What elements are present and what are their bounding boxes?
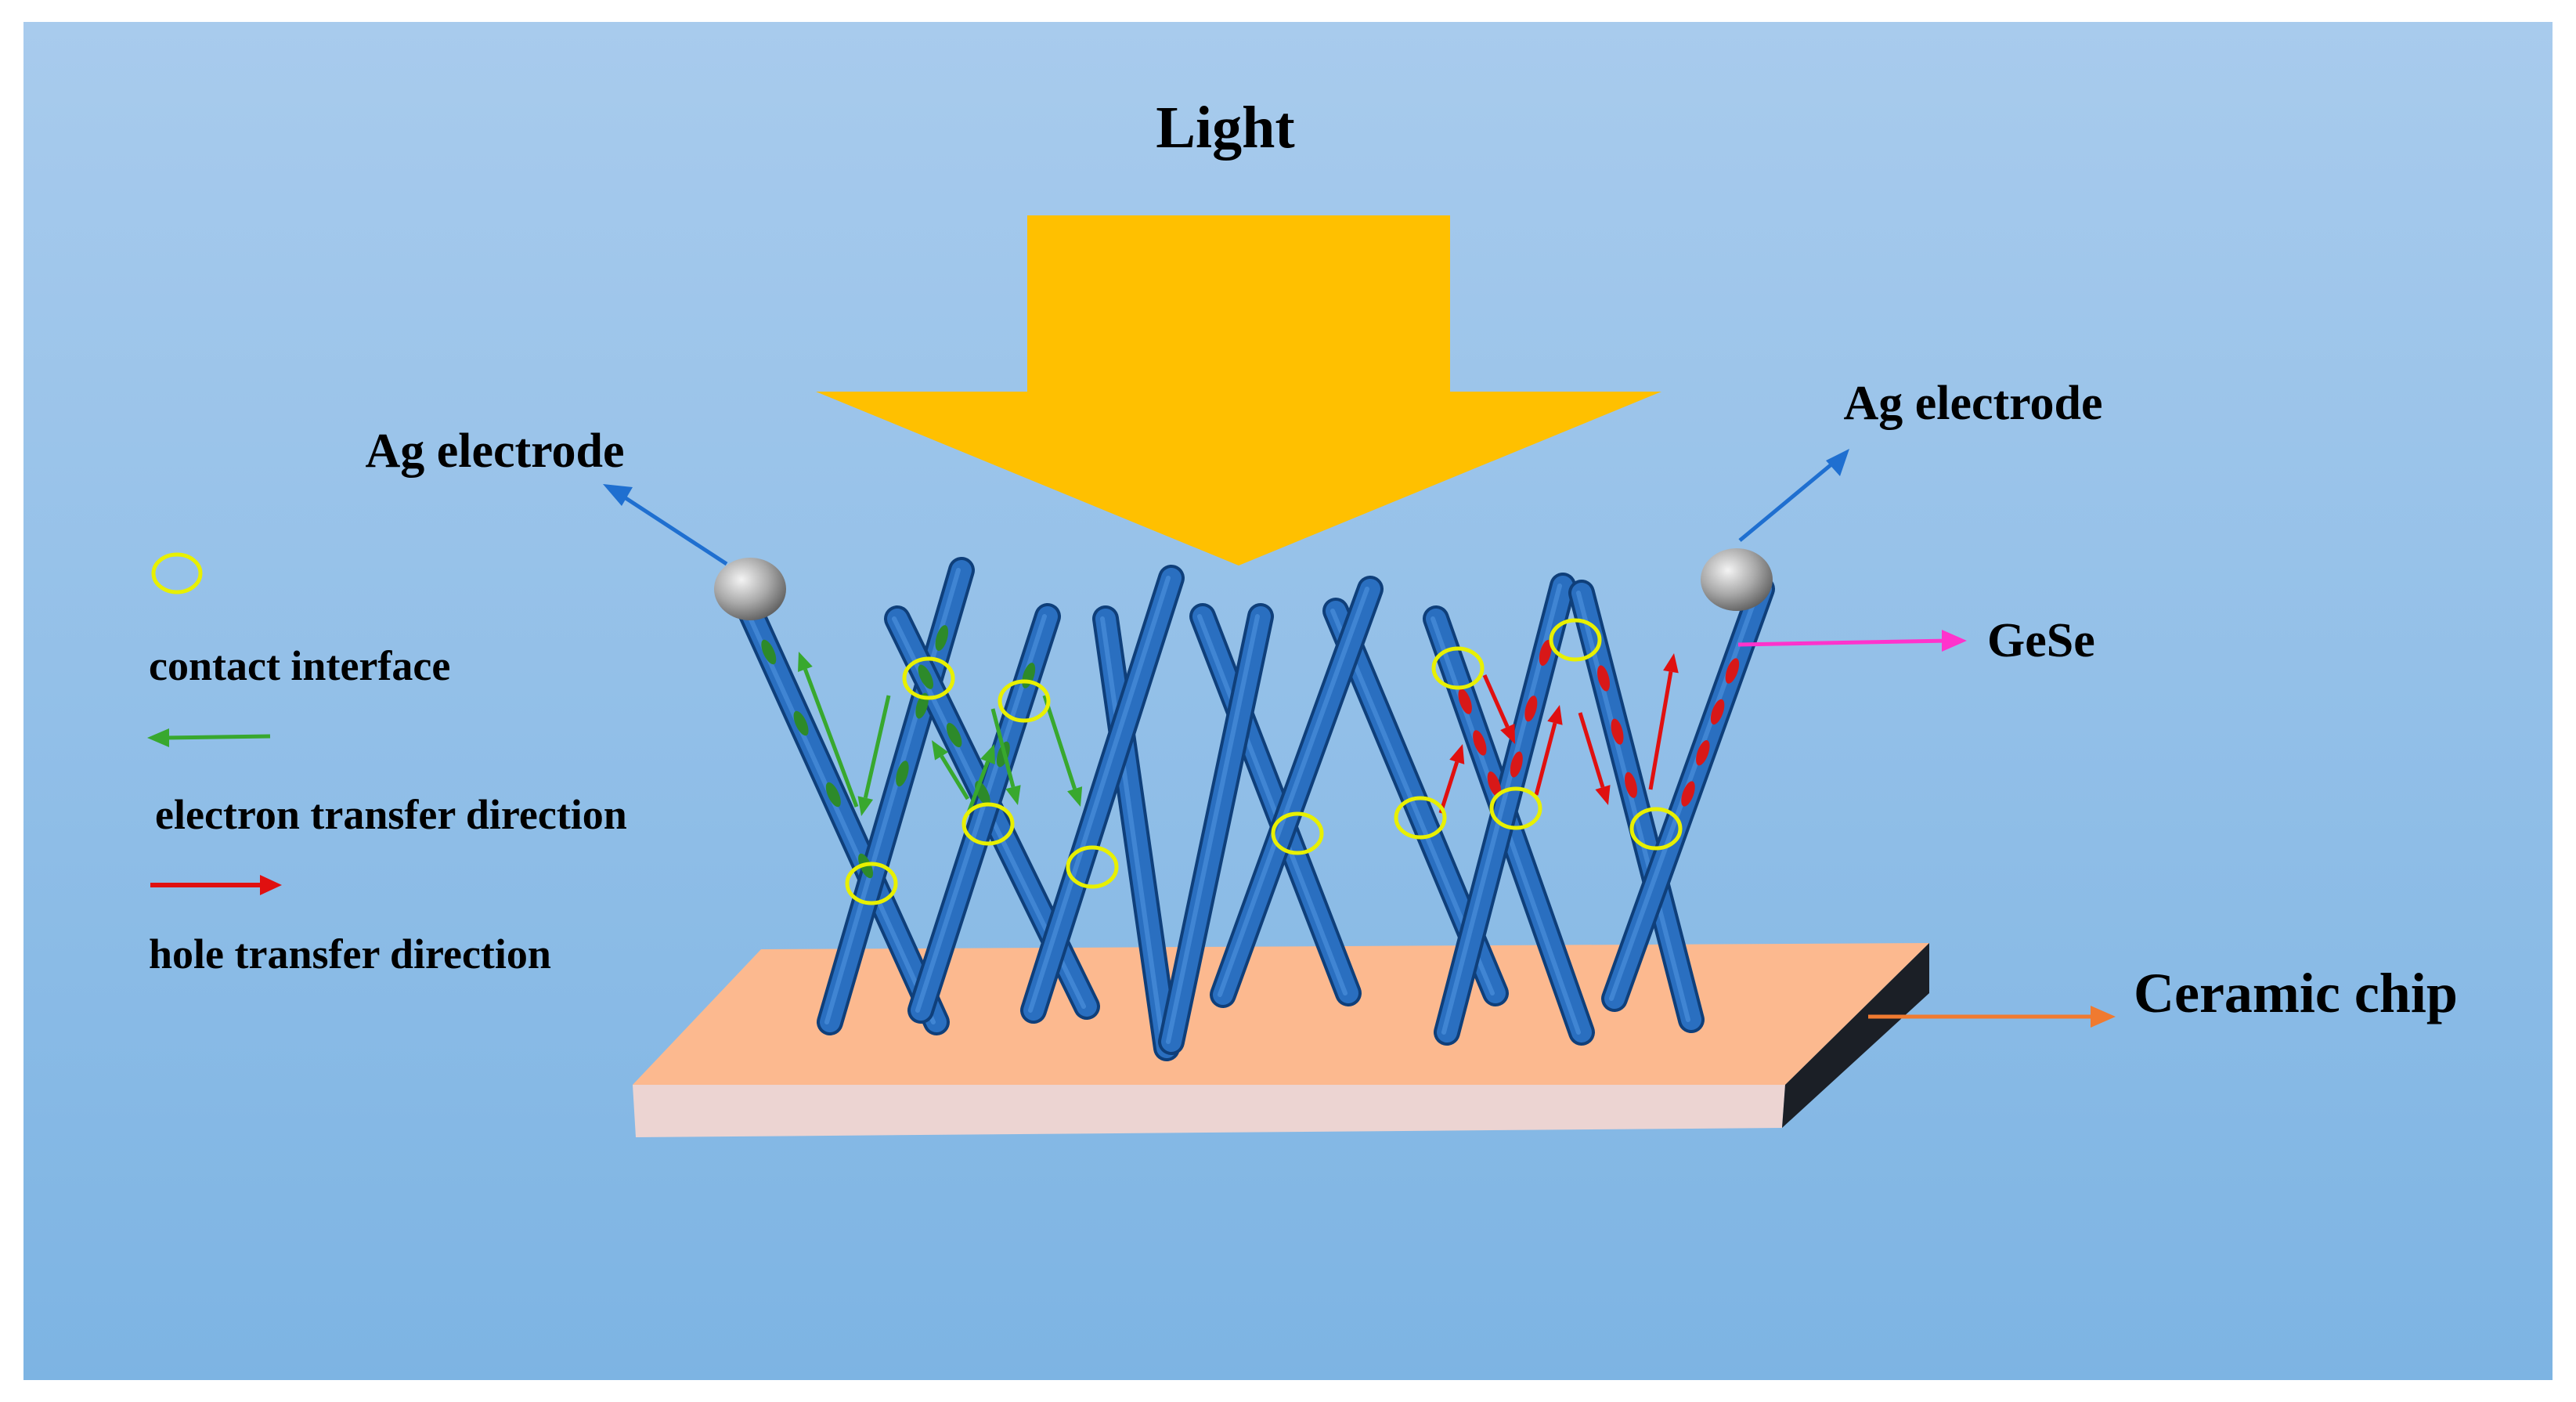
electron-transfer-arrow [863, 695, 891, 799]
nanowire [1192, 606, 1358, 1003]
ceramic-chip-top [633, 943, 1929, 1085]
hole-transfer-arrow [1578, 712, 1605, 788]
hole-transfer-arrow [1648, 671, 1673, 790]
legend-electron-transfer: electron transfer direction [155, 791, 627, 838]
ag-electrode-left-pointer [617, 491, 728, 566]
arrowhead [147, 728, 169, 747]
contact-interface-circle [998, 679, 1051, 723]
arrowhead [798, 652, 813, 672]
arrowhead [1067, 786, 1083, 807]
electron-dash [793, 710, 809, 736]
nanowire-highlight [1576, 591, 1690, 1022]
gese-pointer [1737, 638, 1950, 647]
electron-dash [946, 722, 962, 748]
hole-dash [1696, 740, 1710, 766]
contact-interface-circle [1394, 796, 1447, 840]
hole-dash [1681, 781, 1695, 807]
ag-electrode-left-label: Ag electrode [365, 425, 624, 478]
contact-interface-circle [845, 862, 898, 905]
arrowhead [857, 796, 874, 816]
electron-transfer-arrow [940, 755, 970, 800]
electron-dash [935, 625, 949, 651]
contact-interface-circle [1066, 845, 1119, 889]
contact-interface-circle [1489, 786, 1542, 830]
light-arrow [816, 215, 1661, 565]
hole-dash [1725, 658, 1740, 684]
arrowhead [980, 744, 995, 764]
electron-transfer-arrow [990, 708, 1016, 788]
electron-dash [896, 761, 909, 787]
hole-dash [1487, 771, 1502, 797]
arrowhead [1547, 705, 1563, 725]
ag-electrode-right-pointer [1738, 459, 1838, 542]
ceramic-chip-label: Ceramic chip [2134, 962, 2458, 1024]
pointer-arrows [603, 449, 2116, 1028]
arrowhead [1826, 449, 1849, 476]
arrowhead [2091, 1006, 2116, 1028]
contact-interface-circle [1271, 811, 1324, 855]
electron-dash [918, 664, 934, 689]
nanowire-highlight [1028, 576, 1171, 1013]
ag-electrode-left-ball [714, 558, 786, 620]
contact-interface-circle [902, 656, 955, 700]
nanowire [740, 601, 947, 1032]
nanowire-highlight [1197, 614, 1348, 995]
ceramic-chip-side [1782, 943, 1929, 1128]
contact-interface-circle [1431, 646, 1485, 690]
arrowhead [260, 875, 282, 895]
hole-transfer-arrow [1482, 674, 1510, 728]
contact-interface-circle [1629, 807, 1683, 851]
nanowire-highlight [1100, 616, 1166, 1050]
hole-dash [1458, 688, 1472, 714]
electron-transfer-arrow [1042, 695, 1077, 790]
electron-dash [761, 639, 777, 665]
nanowire [1095, 609, 1177, 1058]
contact-interface-circle [1549, 618, 1602, 662]
hole-dash [1710, 699, 1725, 725]
nanowire-highlight [1218, 587, 1369, 997]
electron-dash [825, 782, 841, 808]
arrowhead [1942, 630, 1967, 652]
light-label: Light [1156, 95, 1294, 161]
hole-dash [1539, 639, 1552, 667]
arrowhead [1005, 785, 1021, 805]
hole-dash [1524, 696, 1538, 722]
ag-electrode-right-label: Ag electrode [1843, 377, 2102, 430]
arrowhead [1500, 724, 1515, 744]
legend: contact interface electron transfer dire… [147, 552, 627, 977]
transfer-arrows [798, 652, 1679, 816]
ceramic-chip-front [633, 1085, 1785, 1137]
gese-label: GeSe [1987, 614, 2095, 667]
hole-dash [1510, 751, 1523, 778]
nanowire [1023, 568, 1182, 1021]
ceramic-chip [633, 943, 1929, 1137]
legend-hole-transfer: hole transfer direction [149, 930, 551, 977]
carrier-dashes [761, 625, 1740, 879]
hole-dash [1611, 718, 1624, 745]
ag-electrode-right-ball [1701, 548, 1773, 611]
arrowhead [1449, 744, 1465, 764]
arrowhead [603, 484, 633, 506]
arrowhead [1663, 653, 1679, 674]
hole-dash [1597, 665, 1610, 692]
contact-interface-circle [961, 802, 1015, 846]
nanowire [1213, 579, 1380, 1005]
electron-transfer-arrow [965, 761, 990, 815]
nanowire [1161, 606, 1271, 1052]
legend-electron-arrow [164, 734, 271, 740]
hole-dash [1625, 771, 1637, 798]
arrowhead [1595, 785, 1611, 805]
contact-circles [845, 618, 1683, 905]
hole-dash [1473, 730, 1487, 756]
hole-transfer-arrow [1438, 761, 1459, 814]
arrowhead [932, 740, 949, 761]
nanowire [1571, 583, 1701, 1030]
electron-transfer-arrow [803, 668, 859, 808]
nanowire-highlight [745, 609, 936, 1024]
legend-contact-interface: contact interface [149, 642, 450, 689]
legend-contact-circle [151, 552, 203, 594]
hole-transfer-arrow [1534, 722, 1557, 796]
nanowire-highlight [1166, 614, 1260, 1044]
